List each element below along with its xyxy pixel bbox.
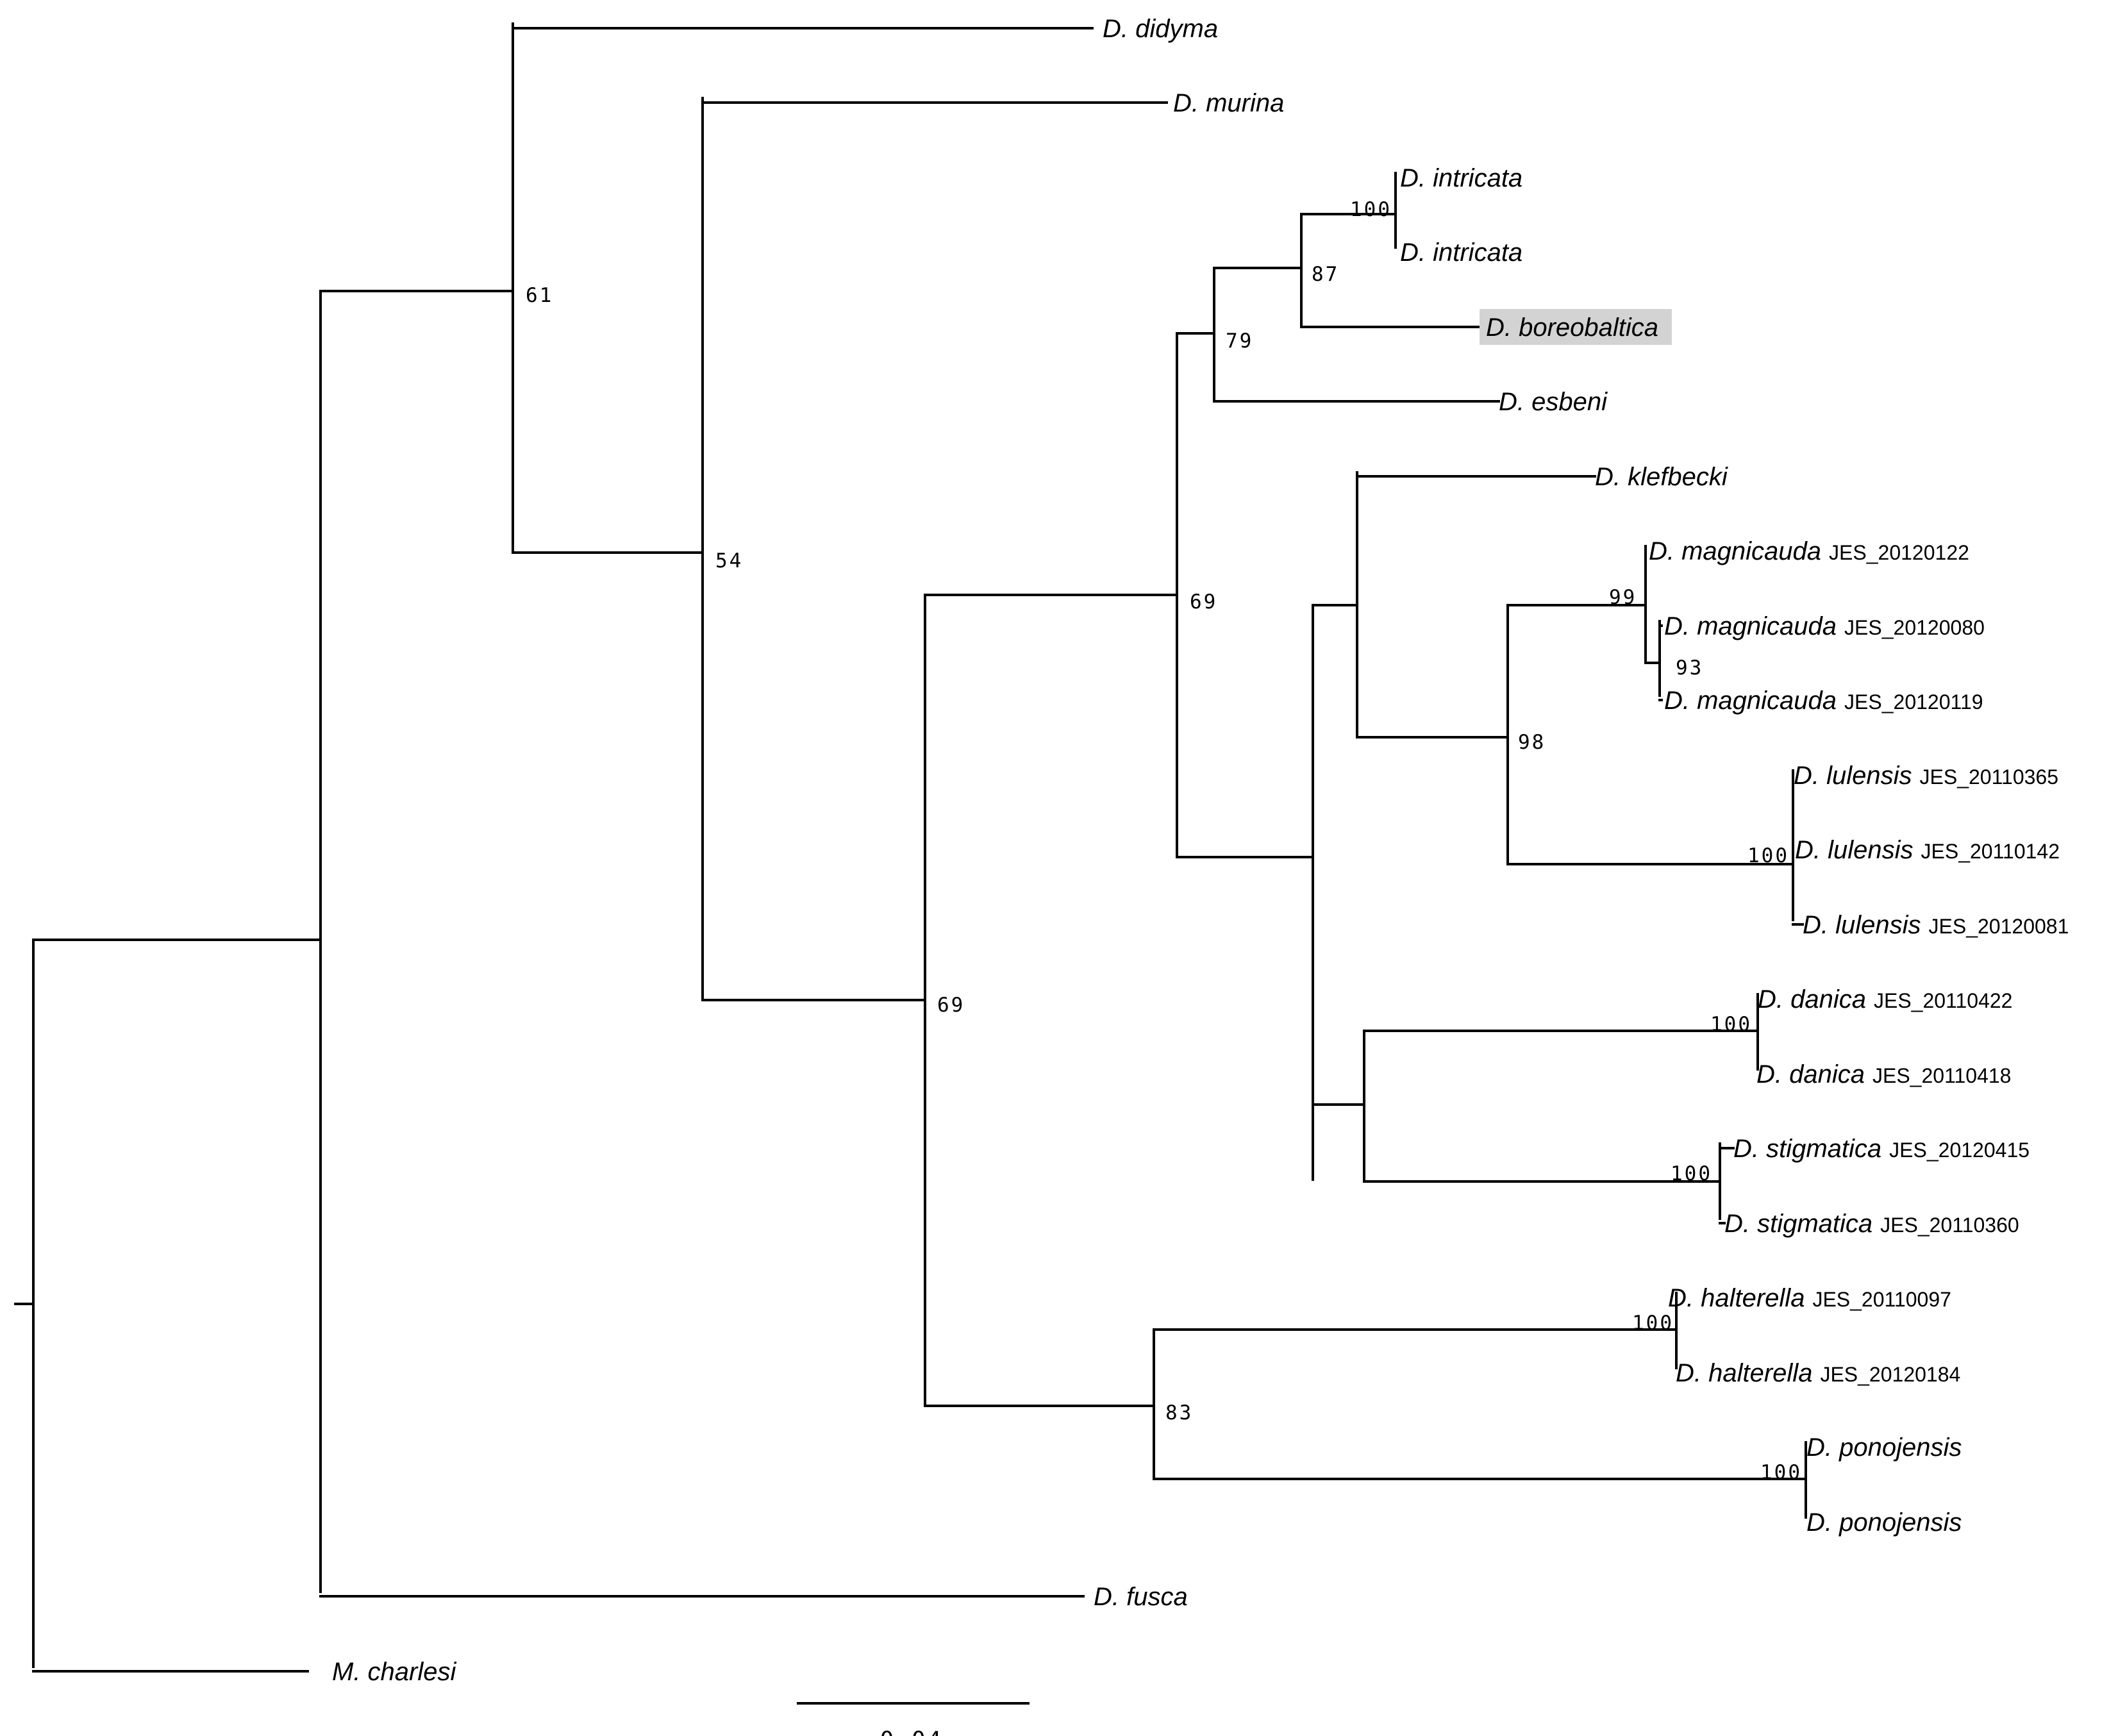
tip-label: D. klefbecki [1595,463,1728,491]
bootstrap-value: 69 [937,994,965,1017]
species-name: D. ponojensis [1806,1433,1962,1462]
species-name: D. intricata [1400,238,1522,267]
species-name: D. halterella [1668,1284,1805,1312]
tip-label: D. halterella JES_20110097 [1668,1284,1951,1312]
species-name: D. magnicauda [1664,612,1837,640]
bootstrap-value: 83 [1165,1401,1193,1424]
tree-branches [14,22,1807,1673]
voucher-code: JES_20120080 [1844,616,1985,639]
tip-label: D. danica JES_20110418 [1756,1060,2011,1089]
bootstrap-value: 61 [526,284,553,307]
tip-label: D. fusca [1094,1583,1188,1611]
species-name: D. intricata [1400,164,1522,192]
bootstrap-value: 99 [1609,586,1637,609]
tip-label: D. murina [1173,89,1284,117]
species-name: D. danica [1758,985,1866,1014]
bootstrap-value: 100 [1632,1312,1674,1335]
bootstrap-value: 100 [1671,1162,1712,1185]
tip-label: D. intricata [1400,164,1522,192]
voucher-code: JES_20110097 [1812,1288,1951,1311]
species-name: D. halterella [1676,1359,1812,1387]
species-name: D. stigmatica [1724,1210,1872,1238]
bootstrap-value: 87 [1312,263,1339,286]
tip-label: D. intricata [1400,238,1522,267]
tree-labels: D. didyma D. murina D. intricata D. intrica… [332,15,2069,1686]
tip-label: D. lulensis JES_20110142 [1795,836,2060,864]
species-name: D. murina [1173,89,1284,117]
species-name: D. magnicauda [1664,687,1837,715]
bootstrap-value: 100 [1747,844,1789,867]
voucher-code: JES_20120122 [1829,541,1969,564]
bootstrap-value: 100 [1710,1013,1752,1036]
species-name: D. magnicauda [1649,537,1821,565]
species-name: D. danica [1756,1060,1865,1089]
voucher-code: JES_20120119 [1844,690,1983,714]
species-name: D. lulensis [1794,762,1912,790]
species-name: D. boreobaltica [1486,313,1658,342]
voucher-code: JES_20110422 [1874,989,2012,1012]
tip-label: D. halterella JES_20120184 [1676,1359,1960,1387]
species-name: D. lulensis [1795,836,1914,864]
voucher-code: JES_20110365 [1920,765,2058,789]
bootstrap-value: 79 [1226,330,1253,353]
voucher-code: JES_20120184 [1820,1363,1960,1386]
tip-label: D. danica JES_20110422 [1758,985,2012,1014]
highlight-box [1480,309,1672,345]
tip-label: M. charlesi [332,1658,456,1686]
species-name: D. lulensis [1803,911,1921,939]
voucher-code: JES_20110418 [1872,1064,2011,1087]
species-name: D. klefbecki [1595,463,1728,491]
tip-label: D. magnicauda JES_20120080 [1664,612,1985,640]
tip-label: D. magnicauda JES_20120119 [1664,687,1983,715]
tip-label: D. lulensis JES_20120081 [1803,911,2069,939]
scale-bar: 0.04 [797,1702,1030,1736]
tip-label: D. stigmatica JES_20120415 [1733,1135,2030,1163]
bootstrap-value: 100 [1760,1461,1802,1484]
species-name: D. ponojensis [1806,1508,1962,1537]
bootstrap-value: 69 [1190,590,1217,613]
voucher-code: JES_20120415 [1889,1139,2030,1162]
tip-label: D. esbeni [1499,388,1608,416]
bootstrap-value: 93 [1676,656,1703,680]
tip-label: D. ponojensis [1806,1508,1962,1537]
species-name: D. esbeni [1499,388,1608,416]
species-name: M. charlesi [332,1658,456,1686]
tip-label: D. didyma [1103,15,1218,43]
voucher-code: JES_20110360 [1880,1214,2019,1237]
tip-label: D. boreobaltica [1486,313,1658,342]
bootstrap-value: 98 [1518,731,1546,754]
voucher-code: JES_20110142 [1921,840,2060,863]
tip-label: D. lulensis JES_20110365 [1794,762,2058,790]
tip-label: D. ponojensis [1806,1433,1962,1462]
species-name: D. stigmatica [1733,1135,1881,1163]
tip-label: D. magnicauda JES_20120122 [1649,537,1969,565]
species-name: D. fusca [1094,1583,1188,1611]
bootstrap-value: 54 [715,549,743,572]
species-name: D. didyma [1103,15,1218,43]
bootstrap-value: 100 [1350,198,1392,221]
voucher-code: JES_20120081 [1929,915,2069,938]
tip-label: D. stigmatica JES_20110360 [1724,1210,2019,1238]
scale-bar-label: 0.04 [880,1727,944,1736]
